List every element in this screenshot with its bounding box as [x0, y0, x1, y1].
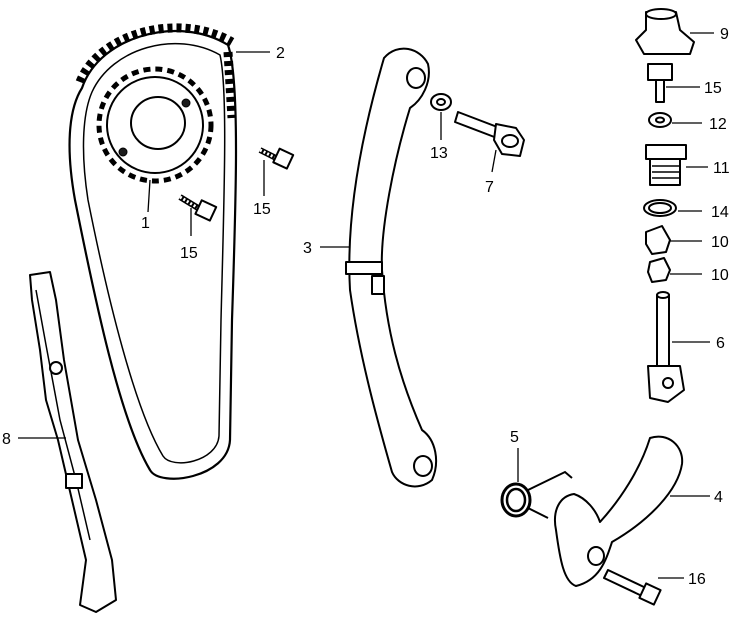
callout-1: 1: [141, 215, 150, 232]
callout-15-lower: 15: [180, 245, 198, 262]
callout-9: 9: [720, 26, 729, 43]
callout-4: 4: [714, 489, 723, 506]
sealing-washer-13: [430, 93, 452, 111]
chain-guide-upper: [345, 47, 438, 488]
spacer-10-upper: [645, 225, 671, 255]
callout-10-upper: 10: [711, 234, 729, 251]
callout-15-right: 15: [704, 80, 722, 97]
callout-14: 14: [711, 204, 729, 221]
callout-12: 12: [709, 116, 727, 133]
sprocket-bolt-lower: [178, 194, 218, 222]
callout-2: 2: [276, 45, 285, 62]
pivot-bolt: [454, 111, 525, 157]
callout-16: 16: [688, 571, 706, 588]
callout-5: 5: [510, 429, 519, 446]
tensioner-bolt: [647, 63, 673, 103]
tensioner-arm: [554, 435, 684, 587]
callout-6: 6: [716, 335, 725, 352]
callout-labels: 1 2 3 4 5 6 7 8 9 10 10 11 12 13 14 15 1…: [2, 26, 730, 588]
tensioner-rod: [647, 291, 685, 403]
cam-sprocket: [96, 66, 214, 184]
callout-7: 7: [485, 179, 494, 196]
tensioner-spring: [500, 470, 573, 519]
spacer-10-lower: [647, 257, 671, 283]
tensioner-body: [645, 144, 687, 186]
o-ring: [643, 199, 677, 217]
callout-3: 3: [303, 240, 312, 257]
callout-15-upper: 15: [253, 201, 271, 218]
sprocket-bolt-upper: [258, 147, 295, 170]
arm-bolt: [603, 569, 662, 606]
tensioner-cap: [635, 8, 695, 55]
callout-10-lower: 10: [711, 267, 729, 284]
callout-11: 11: [713, 160, 730, 177]
callout-8: 8: [2, 431, 11, 448]
washer-12: [648, 112, 672, 128]
leader-lines: [18, 32, 714, 579]
chain-guide-lower: [29, 271, 117, 613]
chain-links: [75, 23, 235, 84]
callout-13: 13: [430, 145, 448, 162]
